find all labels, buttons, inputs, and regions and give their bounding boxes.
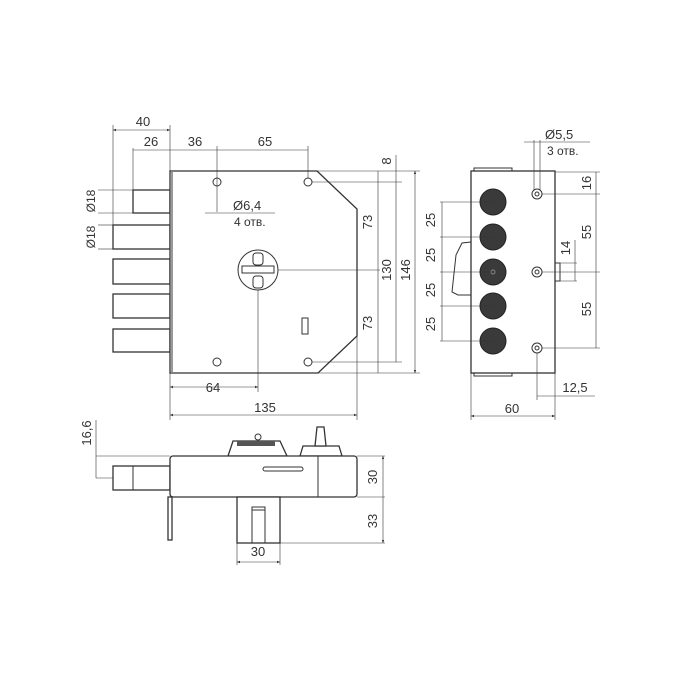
bolt [132,189,171,214]
hole-count-label: 4 отв. [234,215,266,229]
dim-25: 25 [423,283,438,297]
dim-25: 25 [423,248,438,262]
lock-plate [169,170,358,374]
dim-64: 64 [206,380,220,395]
lock-body [169,455,358,498]
dim-14: 14 [558,241,573,255]
bolt [112,465,171,491]
bottom-view: 16,6 30 33 30 [79,420,385,565]
hole-diameter-label: Ø5,5 [545,127,573,142]
knob-icon [314,426,327,447]
dim-55-bottom: 55 [579,302,594,316]
dim-dia18-bottom: Ø18 [84,225,98,248]
dim-25: 25 [423,317,438,331]
dim-65: 65 [258,134,272,149]
dim-135: 135 [254,400,276,415]
bolt-holes [479,188,507,355]
knob-base [299,445,343,457]
dim-16-6: 16,6 [79,420,94,445]
dim-130: 130 [379,259,394,281]
hole-diameter-label: Ø6,4 [233,198,261,213]
bolts [112,189,171,353]
bolt [112,258,171,285]
dim-26: 26 [144,134,158,149]
dim-25: 25 [423,213,438,227]
plate-edge [167,496,173,541]
bolt [112,293,171,319]
dim-73-top: 73 [360,215,375,229]
hole-count-label: 3 отв. [547,144,579,158]
dim-55-top: 55 [579,225,594,239]
dim-dia18-top: Ø18 [84,189,98,212]
dim-73-bottom: 73 [360,316,375,330]
bolt [112,328,171,353]
latch-lever [451,241,472,296]
dim-36: 36 [188,134,202,149]
dim-30-height: 30 [365,470,380,484]
dim-16: 16 [579,176,594,190]
slot [301,317,309,335]
dim-60: 60 [505,401,519,416]
dim-33: 33 [365,514,380,528]
dim-8: 8 [379,157,394,164]
front-view: 40 26 36 65 8 73 73 130 146 64 135 Ø18 Ø… [84,114,420,420]
dim-40: 40 [136,114,150,129]
dim-30-width: 30 [251,544,265,559]
side-view: 25 25 25 25 Ø5,5 3 отв. 16 55 55 14 12,5… [423,127,600,420]
bracket [236,496,281,544]
dim-146: 146 [398,259,413,281]
dim-12-5: 12,5 [562,380,587,395]
mounting-hole [212,357,222,367]
bolt [112,224,171,250]
